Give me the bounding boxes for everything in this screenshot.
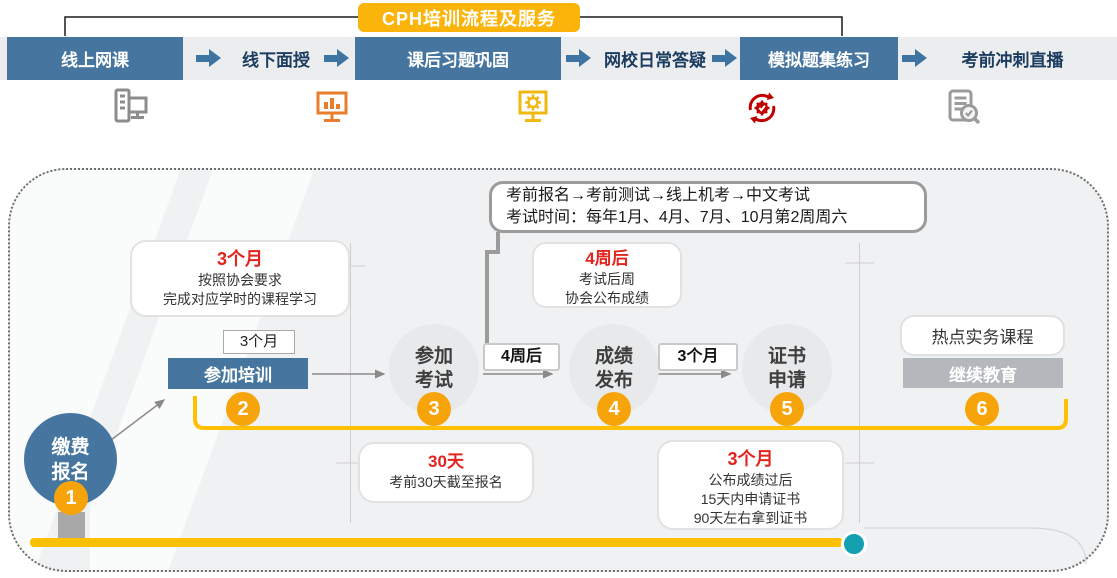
note-title: 3个月 [727, 449, 774, 469]
exam-sequence: 考前报名→考前测试→线上机考→中文考试 [506, 187, 811, 204]
note-line: 15天内申请证书 [700, 491, 801, 507]
stage-label: 网校日常答疑 [604, 51, 706, 70]
note-line: 90天左右拿到证书 [693, 510, 808, 526]
step-label-line: 参加 [414, 346, 453, 367]
step4-badge: 4 [597, 392, 631, 426]
step2-badge: 2 [226, 392, 260, 426]
step-label-line: 考试 [414, 370, 453, 391]
live-sprint-doc-search-icon [941, 86, 985, 130]
stage-daily-qa: 网校日常答疑 [596, 37, 714, 80]
step5-badge: 5 [770, 392, 804, 426]
step-join-training: 参加培训 [168, 358, 308, 389]
stage-label: 线下面授 [242, 51, 310, 70]
step2-duration-tag: 3个月 [223, 330, 295, 354]
step-label-line: 发布 [594, 370, 633, 391]
stage-label: 考前冲刺直播 [961, 51, 1064, 70]
step6-badge: 6 [965, 392, 999, 426]
stage-label: 线上网课 [61, 51, 129, 70]
note-certificate-timeline: 3个月 公布成绩过后 15天内申请证书 90天左右拿到证书 [657, 440, 844, 530]
online-course-computer-icon [108, 86, 152, 130]
note-training-duration: 3个月 按照协会要求 完成对应学时的课程学习 [130, 240, 350, 317]
stage-online-course: 线上网课 [7, 37, 183, 80]
stage-pre-exam-live: 考前冲刺直播 [935, 37, 1090, 80]
exam-info-box: 考前报名→考前测试→线上机考→中文考试 考试时间：每年1月、4月、7月、10月第… [489, 181, 927, 233]
note-line: 考前30天截至报名 [389, 474, 503, 490]
note-line: 考试后周 [579, 271, 635, 287]
step-label-line: 申请 [767, 370, 806, 391]
stage-mock-practice: 模拟题集练习 [740, 37, 898, 80]
step-label-line: 报名 [51, 461, 90, 483]
timeline-end-dot [841, 531, 867, 557]
exercise-monitor-gear-icon [511, 86, 555, 130]
stage-arrow-icon [902, 49, 927, 67]
step-label-line: 成绩 [594, 346, 633, 367]
hot-practical-course-tag: 热点实务课程 [900, 315, 1065, 356]
stage-arrow-icon [196, 49, 221, 67]
timeline-bar [30, 538, 843, 547]
note-title: 4周后 [585, 249, 629, 268]
note-title: 3个月 [216, 249, 263, 269]
step-label-line: 证书 [767, 346, 806, 367]
classroom-presentation-icon [310, 86, 354, 130]
mock-practice-refresh-gear-icon [740, 86, 784, 130]
stage-arrow-icon [324, 49, 349, 67]
step1-stem [58, 512, 85, 542]
stage-arrow-icon [712, 49, 737, 67]
step-label-line: 缴费 [51, 436, 90, 458]
note-line: 公布成绩过后 [708, 472, 793, 488]
note-title: 30天 [428, 452, 464, 471]
gap-3-months-tag: 3个月 [658, 343, 738, 371]
note-registration-deadline: 30天 考前30天截至报名 [358, 442, 534, 503]
note-score-release: 4周后 考试后周 协会公布成绩 [532, 242, 682, 308]
note-line: 按照协会要求 [198, 272, 282, 288]
step-continuing-education: 继续教育 [903, 358, 1063, 388]
step3-badge: 3 [417, 392, 451, 426]
gap-4-weeks-tag: 4周后 [483, 343, 560, 371]
stage-homework-consolidation: 课后习题巩固 [355, 37, 561, 80]
page-title: CPH培训流程及服务 [358, 3, 580, 32]
step1-badge: 1 [54, 481, 88, 515]
stage-label: 课后习题巩固 [407, 51, 509, 70]
stage-offline-teaching: 线下面授 [228, 37, 324, 80]
stage-arrow-icon [566, 49, 591, 67]
exam-schedule: 考试时间：每年1月、4月、7月、10月第2周周六 [506, 209, 848, 226]
note-line: 完成对应学时的课程学习 [163, 291, 317, 307]
stage-label: 模拟题集练习 [768, 51, 870, 70]
note-line: 协会公布成绩 [565, 290, 649, 306]
